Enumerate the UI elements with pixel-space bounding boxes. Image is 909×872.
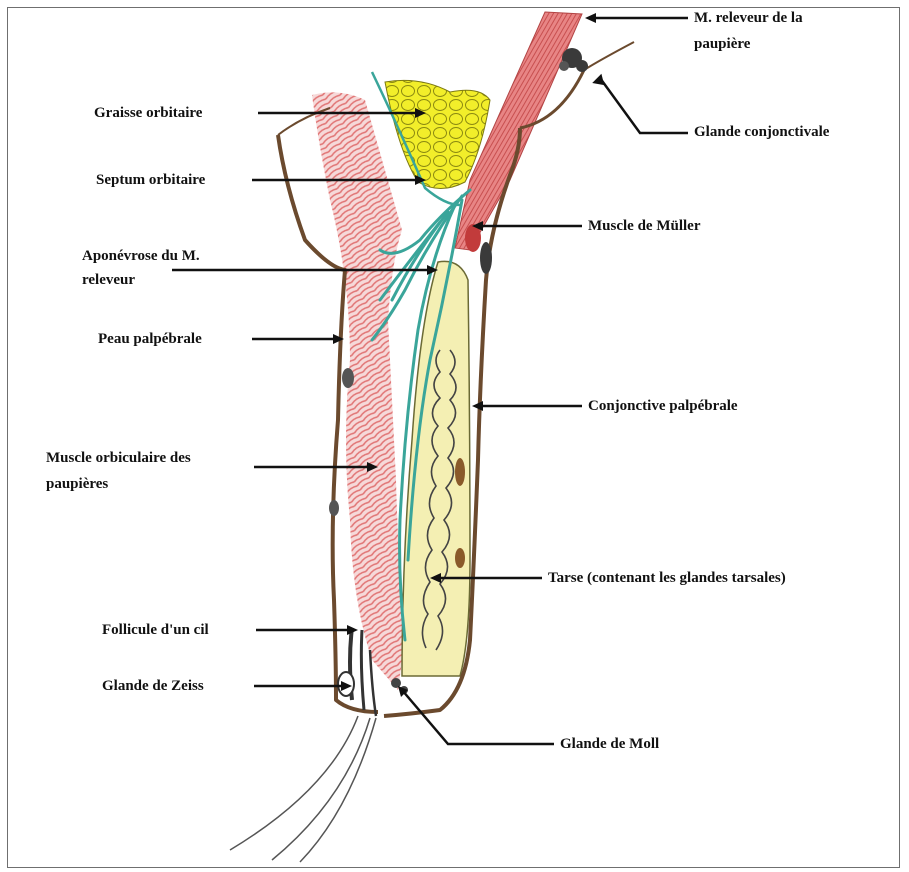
label-peau-palpebrale: Peau palpébrale (98, 329, 202, 349)
label-orbiculaire-line1: Muscle orbiculaire des (46, 448, 191, 468)
label-aponevrose-line1: Aponévrose du M. (82, 246, 200, 266)
label-glande-conjonctivale: Glande conjonctivale (694, 122, 829, 142)
label-muscle-muller: Muscle de Müller (588, 216, 700, 236)
label-aponevrose-line2: releveur (82, 270, 135, 290)
label-glande-zeiss: Glande de Zeiss (102, 676, 204, 696)
label-glande-moll: Glande de Moll (560, 734, 659, 754)
label-graisse-orbitaire: Graisse orbitaire (94, 103, 202, 123)
label-releveur-line1: M. releveur de la (694, 8, 803, 28)
label-follicule: Follicule d'un cil (102, 620, 209, 640)
label-tarse: Tarse (contenant les glandes tarsales) (548, 568, 786, 588)
label-septum-orbitaire: Septum orbitaire (96, 170, 205, 190)
label-orbiculaire-line2: paupières (46, 474, 108, 494)
muller-muscle-shape (465, 224, 492, 274)
label-conjonctive-palpebrale: Conjonctive palpébrale (588, 396, 738, 416)
label-releveur-line2: paupière (694, 34, 750, 54)
eyelashes (230, 716, 376, 862)
orbicularis-muscle (312, 92, 405, 690)
